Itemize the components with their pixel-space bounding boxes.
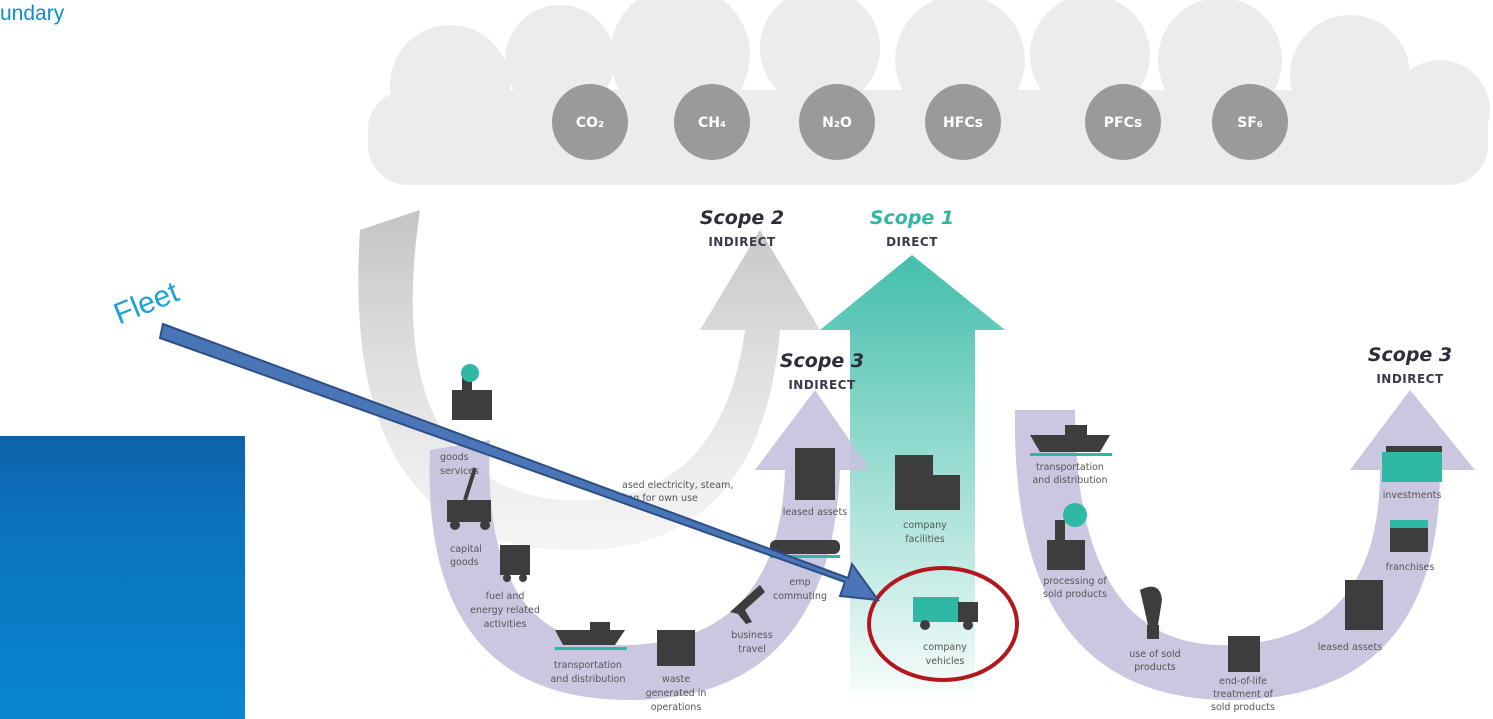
dumpster-icon [657,630,695,666]
caption-business-2: travel [738,644,766,655]
scope3-right-subtitle: INDIRECT [1376,372,1444,386]
caption-goods-2: services [440,466,479,477]
caption-franchises: franchises [1386,562,1435,573]
gas-label: SF₆ [1237,115,1263,131]
caption-use-2: products [1134,662,1176,673]
scope2-subtitle: INDIRECT [708,235,776,249]
building-icon-right [1345,580,1383,630]
gas-label: N₂O [822,115,852,131]
gas-label: HFCs [943,115,983,131]
caption-eol-3: sold products [1211,702,1275,713]
scope1-subtitle: DIRECT [886,235,938,249]
caption-electricity-2: ling for own use [622,493,698,504]
truck-icon [913,597,978,630]
building-icon [795,448,835,500]
caption-business-1: business [731,630,772,641]
caption-r-leased: leased assets [1318,642,1382,653]
caption-investments: investments [1383,490,1442,501]
coal-cart-icon [500,545,530,582]
caption-vehicles-2: vehicles [926,656,965,667]
caption-eol-2: treatment of [1213,689,1273,700]
slide-title-fragment: undary [0,2,65,25]
recycle-bin-icon [1228,636,1260,672]
caption-fuel-1: fuel and [486,591,525,602]
caption-r-transport-1: transportation [1036,462,1104,473]
factory-icon [452,364,492,420]
caption-use-1: use of sold [1129,649,1180,660]
caption-facilities-2: facilities [905,534,945,545]
caption-electricity-1: ased electricity, steam, [622,480,733,491]
scope3-left-arc [429,390,870,700]
company-building-icon [895,455,960,510]
caption-commuting-2: commuting [773,591,827,602]
highlight-ellipse [867,566,1019,682]
caption-facilities-1: company [903,520,947,531]
gas-hfcs [925,84,1001,160]
caption-waste-3: operations [651,702,702,713]
caption-leased-left: leased assets [783,507,847,518]
storefront-icon [1390,520,1428,552]
gas-pfcs [1085,84,1161,160]
scope3-left-subtitle: INDIRECT [788,378,856,392]
blue-panel [0,436,245,719]
crane-truck-icon [447,467,491,530]
scope1-title: Scope 1 [870,207,954,229]
factory-icon-right [1047,503,1087,570]
money-icon [1382,446,1442,482]
pointer-arrow [158,322,881,602]
gas-sf6 [1212,84,1288,160]
caption-processing-2: sold products [1043,589,1107,600]
scope2-title: Scope 2 [700,207,784,229]
train-icon [770,540,840,558]
gas-label: CH₄ [698,115,726,131]
caption-vehicles-1: company [923,642,967,653]
caption-capital-1: capital [450,544,482,555]
caption-r-transport-2: and distribution [1032,475,1107,486]
caption-capital-2: goods [450,557,479,568]
ship-icon [555,622,627,650]
caption-fuel-2: energy related [470,605,540,616]
airplane-icon [730,585,765,624]
gas-label: CO₂ [576,115,604,131]
caption-waste-2: generated in [646,688,707,699]
scope2-arrow [358,210,820,551]
scope3-right-title: Scope 3 [1368,344,1452,366]
ship-icon-right [1030,425,1112,456]
caption-waste-1: waste [662,674,690,685]
gas-n2o [799,84,875,160]
caption-processing-1: processing of [1043,576,1107,587]
gas-circles: CO₂ CH₄ N₂O HFCs PFCs SF₆ [552,84,1288,160]
gas-ch4 [674,84,750,160]
gas-label: PFCs [1104,115,1142,131]
gas-co2 [552,84,628,160]
cloud-band [368,0,1490,185]
lightbulb-icon [1140,586,1162,639]
scope3-left-title: Scope 3 [780,350,864,372]
caption-transport-2: and distribution [550,674,625,685]
caption-eol-1: end-of-life [1219,676,1267,687]
caption-commuting-1: emp [789,577,810,588]
caption-fuel-3: activities [484,619,527,630]
caption-transport-1: transportation [554,660,622,671]
caption-goods-1: goods [440,452,469,463]
